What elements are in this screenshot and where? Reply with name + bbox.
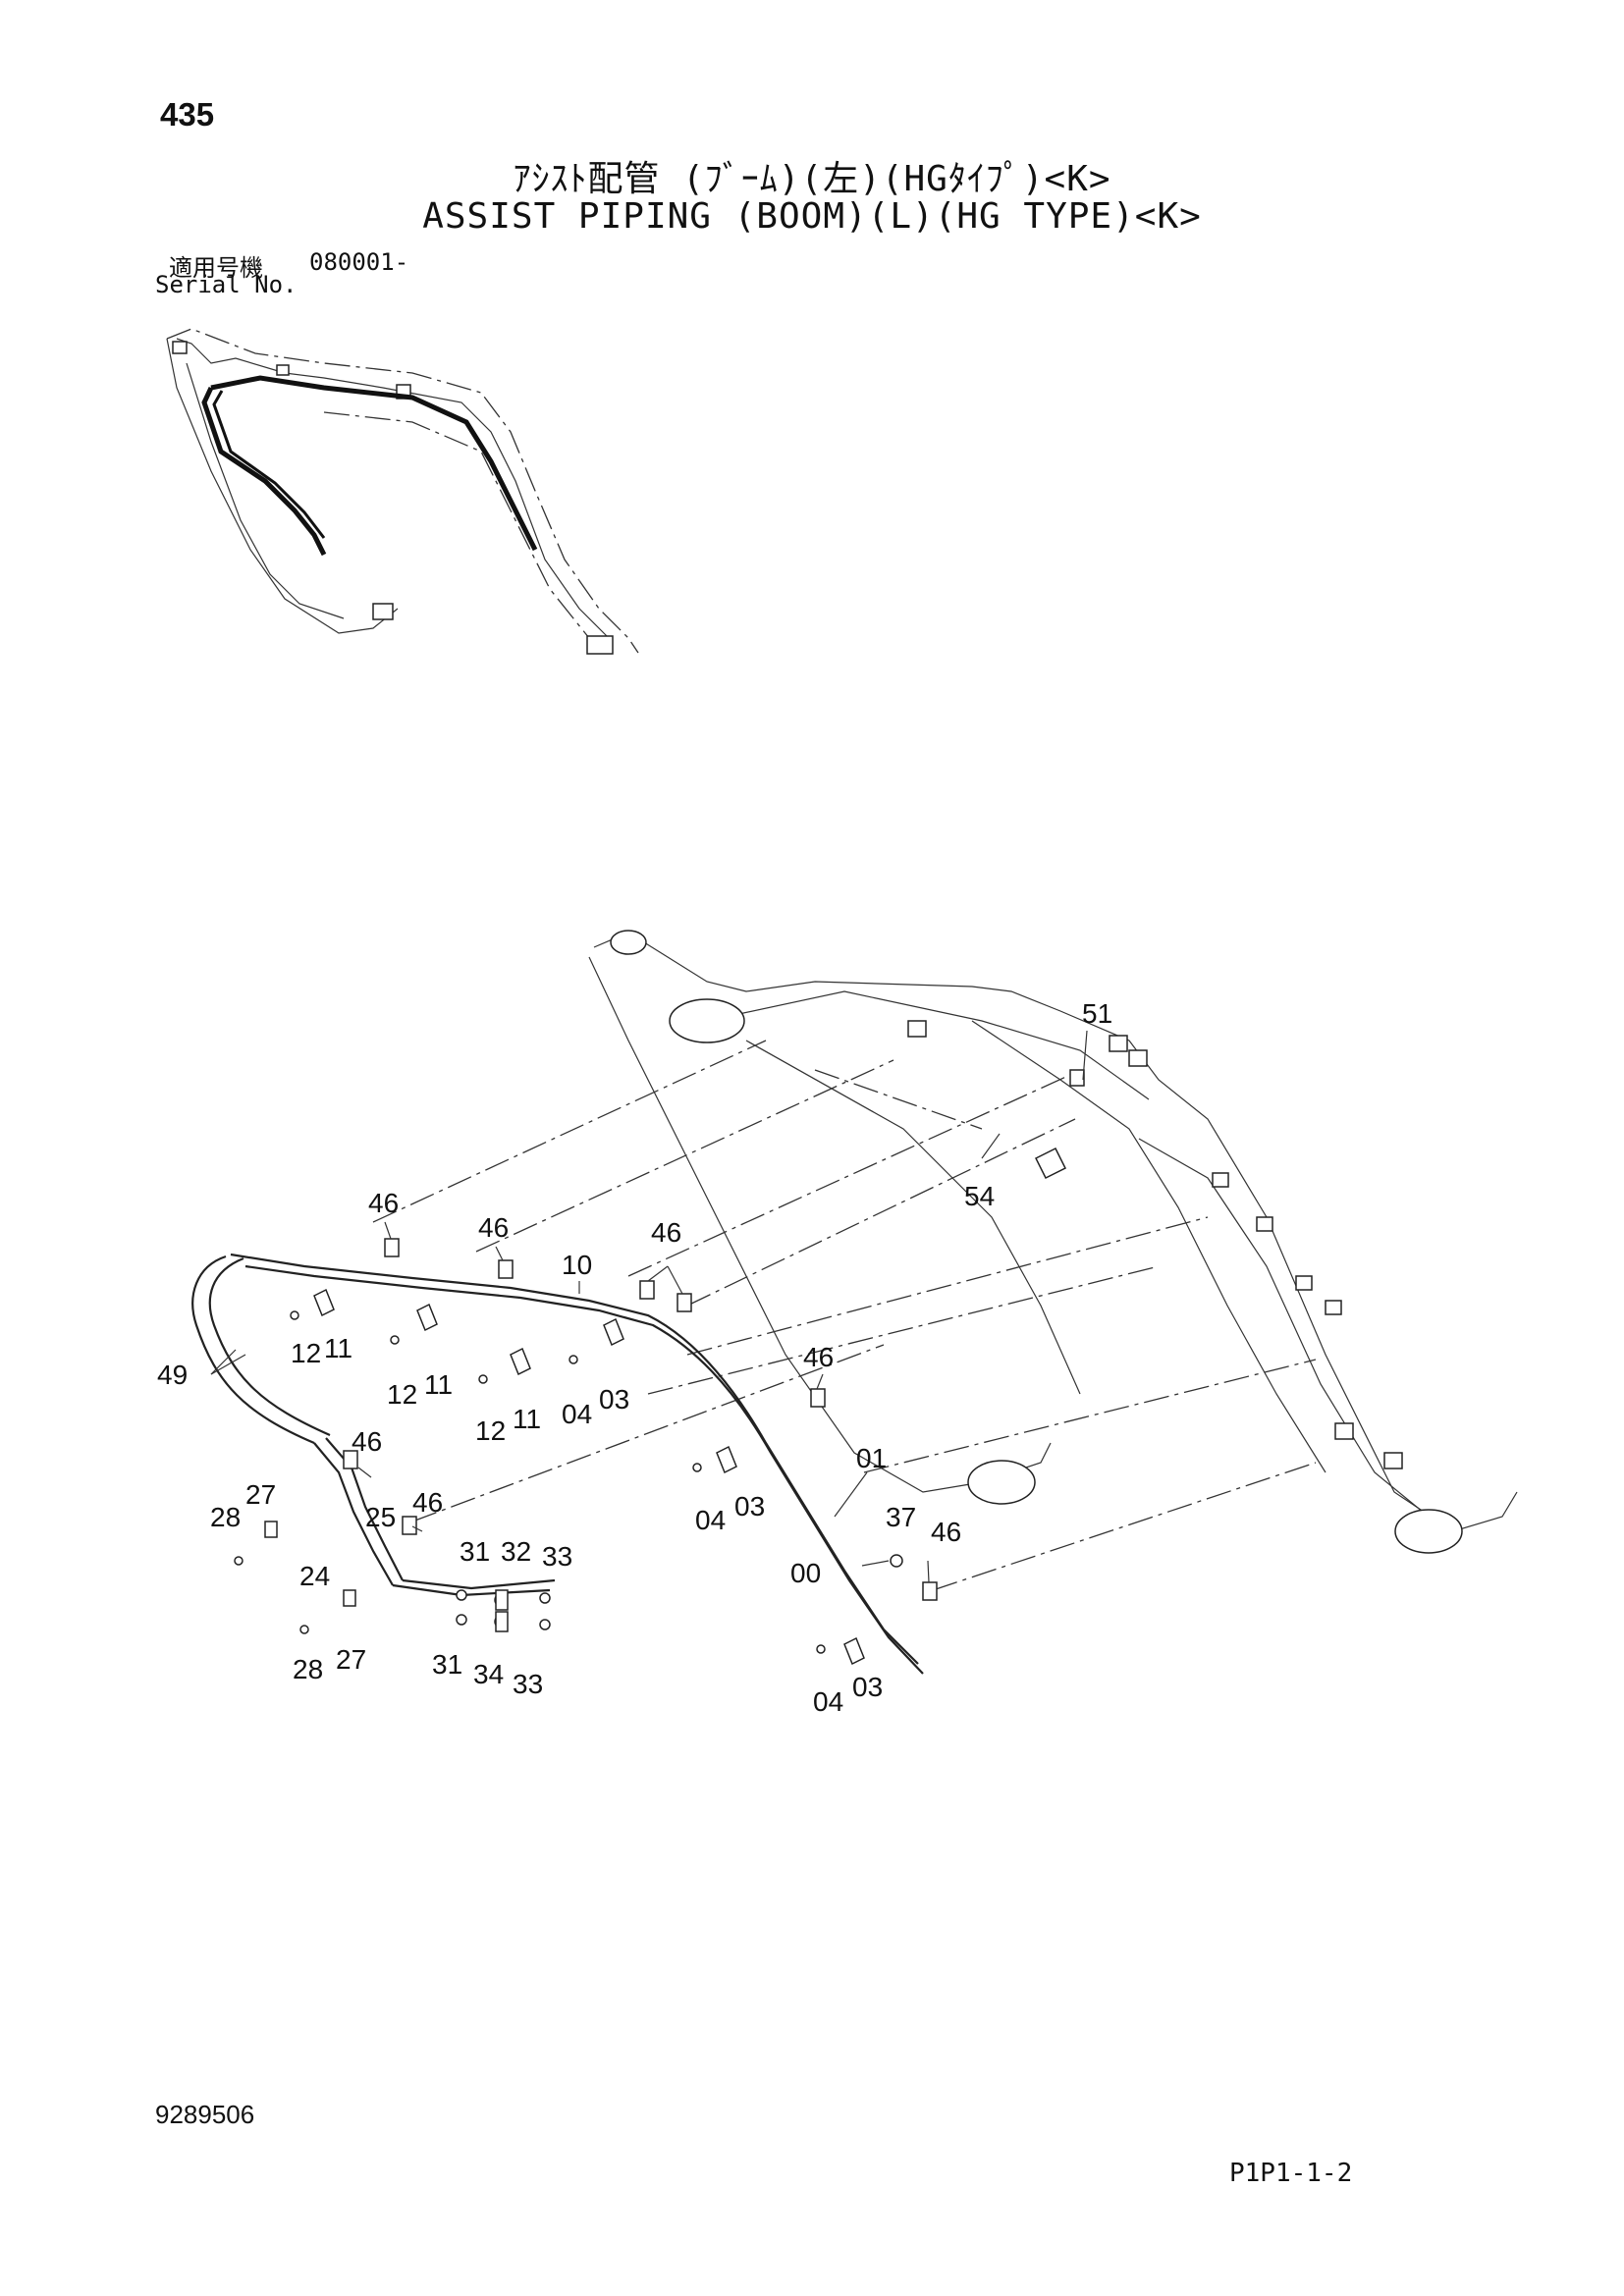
- callout-04c: 04: [813, 1686, 843, 1717]
- callout-25: 25: [365, 1502, 396, 1532]
- callout-27b: 27: [336, 1644, 366, 1675]
- leader-lines: [210, 1030, 1088, 1583]
- callout-46b: 46: [478, 1212, 509, 1243]
- callout-01: 01: [856, 1443, 887, 1473]
- callout-11b: 11: [424, 1369, 453, 1400]
- callout-54: 54: [964, 1181, 995, 1211]
- callout-51: 51: [1082, 998, 1112, 1029]
- callout-03b: 03: [734, 1491, 765, 1522]
- page-title-english: ASSIST PIPING (BOOM)(L)(HG TYPE)<K>: [422, 196, 1202, 237]
- callout-28b: 28: [293, 1654, 323, 1684]
- callout-28a: 28: [210, 1502, 241, 1532]
- callout-03c: 03: [852, 1672, 883, 1702]
- callout-33a: 33: [542, 1541, 572, 1572]
- document-code: 9289506: [155, 2100, 255, 2129]
- callout-00: 00: [790, 1558, 821, 1588]
- callout-34: 34: [473, 1659, 504, 1689]
- serial-label-english: Serial No.: [155, 271, 298, 298]
- part-callouts: 51 54 46 46 46 10 49 12 11 12 11 12 11 0…: [157, 998, 1112, 1717]
- callout-46e: 46: [352, 1426, 382, 1457]
- callout-10: 10: [562, 1250, 592, 1280]
- callout-46a: 46: [368, 1188, 399, 1218]
- hose-assembly: [191, 1253, 924, 1675]
- overview-hose-highlight: [201, 375, 538, 557]
- callout-12a: 12: [291, 1338, 321, 1368]
- callout-24: 24: [299, 1561, 330, 1591]
- callout-46g: 46: [931, 1517, 961, 1547]
- callout-32: 32: [501, 1536, 531, 1567]
- page-reference: P1P1-1-2: [1229, 2159, 1353, 2188]
- callout-31b: 31: [432, 1649, 462, 1680]
- callout-46f: 46: [412, 1487, 443, 1518]
- exploded-assembly-lines: [372, 1040, 1317, 1591]
- callout-33b: 33: [513, 1669, 543, 1699]
- callout-31a: 31: [460, 1536, 490, 1567]
- callout-27a: 27: [245, 1479, 276, 1510]
- callout-37: 37: [886, 1502, 916, 1532]
- callout-11a: 11: [324, 1333, 352, 1363]
- callout-03a: 03: [599, 1384, 629, 1415]
- callout-04a: 04: [562, 1399, 592, 1429]
- page-title-japanese: ｱｼｽﾄ配管 (ﾌﾞｰﾑ)(左)(HGﾀｲﾌﾟ)<K>: [513, 159, 1111, 199]
- callout-46d: 46: [803, 1342, 834, 1372]
- callout-46c: 46: [651, 1217, 681, 1248]
- page-number: 435: [160, 96, 215, 133]
- serial-number-value: 080001-: [309, 248, 409, 276]
- callout-12b: 12: [387, 1379, 417, 1410]
- callout-04b: 04: [695, 1505, 726, 1535]
- callout-12c: 12: [475, 1415, 506, 1446]
- serial-label-japanese: 適用号機: [169, 254, 263, 282]
- clamps-and-fittings: [234, 1069, 1085, 1666]
- callout-11c: 11: [513, 1404, 541, 1434]
- callout-49: 49: [157, 1360, 188, 1390]
